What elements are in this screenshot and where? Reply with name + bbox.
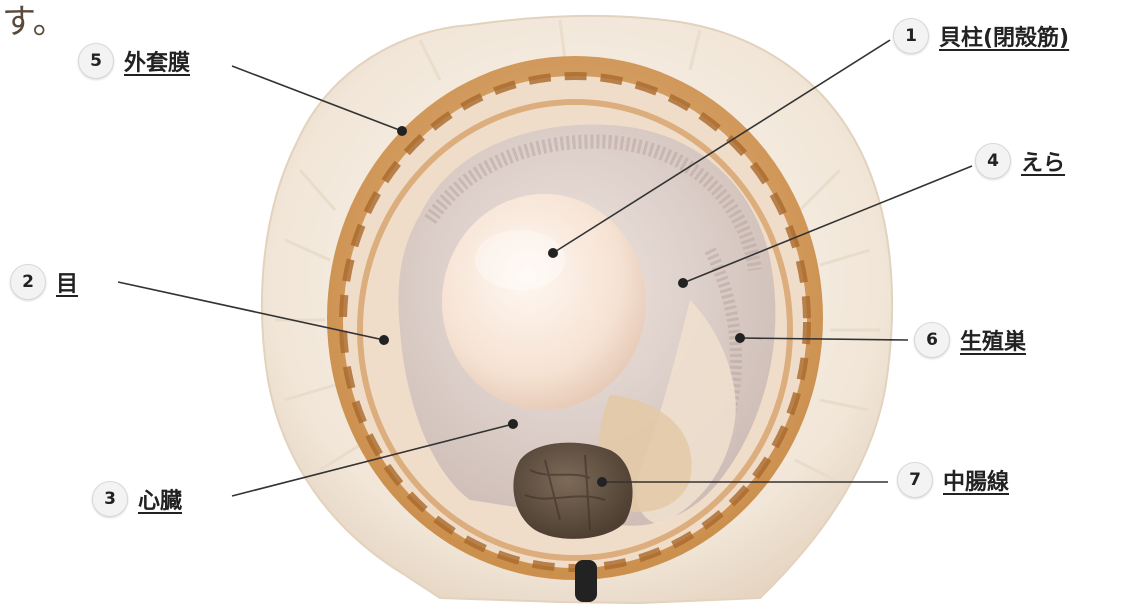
number-badge: 4 [975,143,1011,179]
label-gonad: 生殖巣 [960,324,1026,356]
label-mantle: 外套膜 [124,45,190,77]
number-badge: 5 [78,43,114,79]
callout-gill: 4 えら [975,143,1065,179]
label-digestive-gland: 中腸線 [943,464,1009,496]
callout-digestive-gland: 7 中腸線 [897,462,1009,498]
callout-mantle: 5 外套膜 [78,43,190,79]
label-eye: 目 [56,266,78,298]
label-heart: 心臓 [138,483,182,515]
text-fragment: す。 [2,2,67,42]
label-gill: えら [1021,145,1065,177]
number-badge: 6 [914,322,950,358]
number-badge: 2 [10,264,46,300]
callout-heart: 3 心臓 [92,481,182,517]
adductor-muscle [442,194,646,410]
callout-gonad: 6 生殖巣 [914,322,1026,358]
digestive-gland [513,443,632,539]
number-badge: 1 [893,18,929,54]
callout-adductor: 1 貝柱(閉殻筋) [893,18,1069,54]
label-adductor: 貝柱(閉殻筋) [939,20,1069,52]
number-badge: 3 [92,481,128,517]
callout-eye: 2 目 [10,264,78,300]
number-badge: 7 [897,462,933,498]
